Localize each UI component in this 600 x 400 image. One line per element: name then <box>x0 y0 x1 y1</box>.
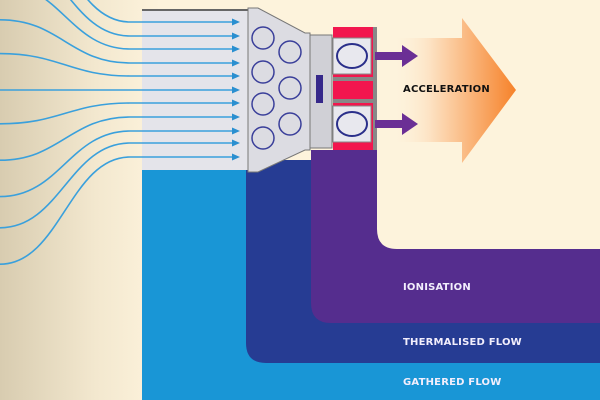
flow-line <box>0 102 232 125</box>
acceleration-arrow <box>392 18 516 163</box>
vortex-icon <box>278 40 302 64</box>
flow-line <box>0 156 232 265</box>
vortex-icon <box>251 60 275 84</box>
vortex-icon <box>251 26 275 50</box>
space-background <box>0 0 160 400</box>
electrode <box>316 75 323 103</box>
flow-arrowhead-icon <box>232 45 240 53</box>
vortex-icon <box>278 112 302 136</box>
cream-inner-region <box>377 150 600 249</box>
flow-arrowhead-icon <box>232 59 240 67</box>
ion-vortex-icon <box>336 43 368 69</box>
flow-lines <box>0 0 240 265</box>
flow-arrowhead-icon <box>232 18 240 26</box>
acceleration-label: ACCELERATION <box>403 84 490 95</box>
thermalised-flow-label: THERMALISED FLOW <box>403 337 522 348</box>
flow-arrowhead-icon <box>232 153 240 161</box>
flow-line <box>0 142 232 229</box>
flow-line <box>69 0 232 37</box>
flow-arrowhead-icon <box>232 99 240 107</box>
ionisation-label: IONISATION <box>403 282 471 293</box>
gathered-flow-label: GATHERED FLOW <box>403 377 502 388</box>
flow-line <box>0 116 232 161</box>
flow-arrowhead-icon <box>232 139 240 147</box>
flow-line <box>0 130 232 198</box>
vortex-icon <box>251 92 275 116</box>
flow-arrowhead-icon <box>232 32 240 40</box>
flow-line <box>0 52 232 77</box>
thrust-arrow-top <box>375 45 418 67</box>
flow-arrowhead-icon <box>232 113 240 121</box>
vortex-icon <box>251 126 275 150</box>
flow-arrowhead-icon <box>232 86 240 94</box>
vortices <box>251 26 302 150</box>
flow-line <box>0 19 232 64</box>
vortex-icon <box>278 76 302 100</box>
flow-arrowhead-icon <box>232 72 240 80</box>
thrust-arrow-bottom <box>375 113 418 135</box>
flow-arrowhead-icon <box>232 127 240 135</box>
ion-vortex-icon <box>336 111 368 137</box>
flow-line <box>44 0 232 50</box>
flow-line <box>87 0 232 23</box>
